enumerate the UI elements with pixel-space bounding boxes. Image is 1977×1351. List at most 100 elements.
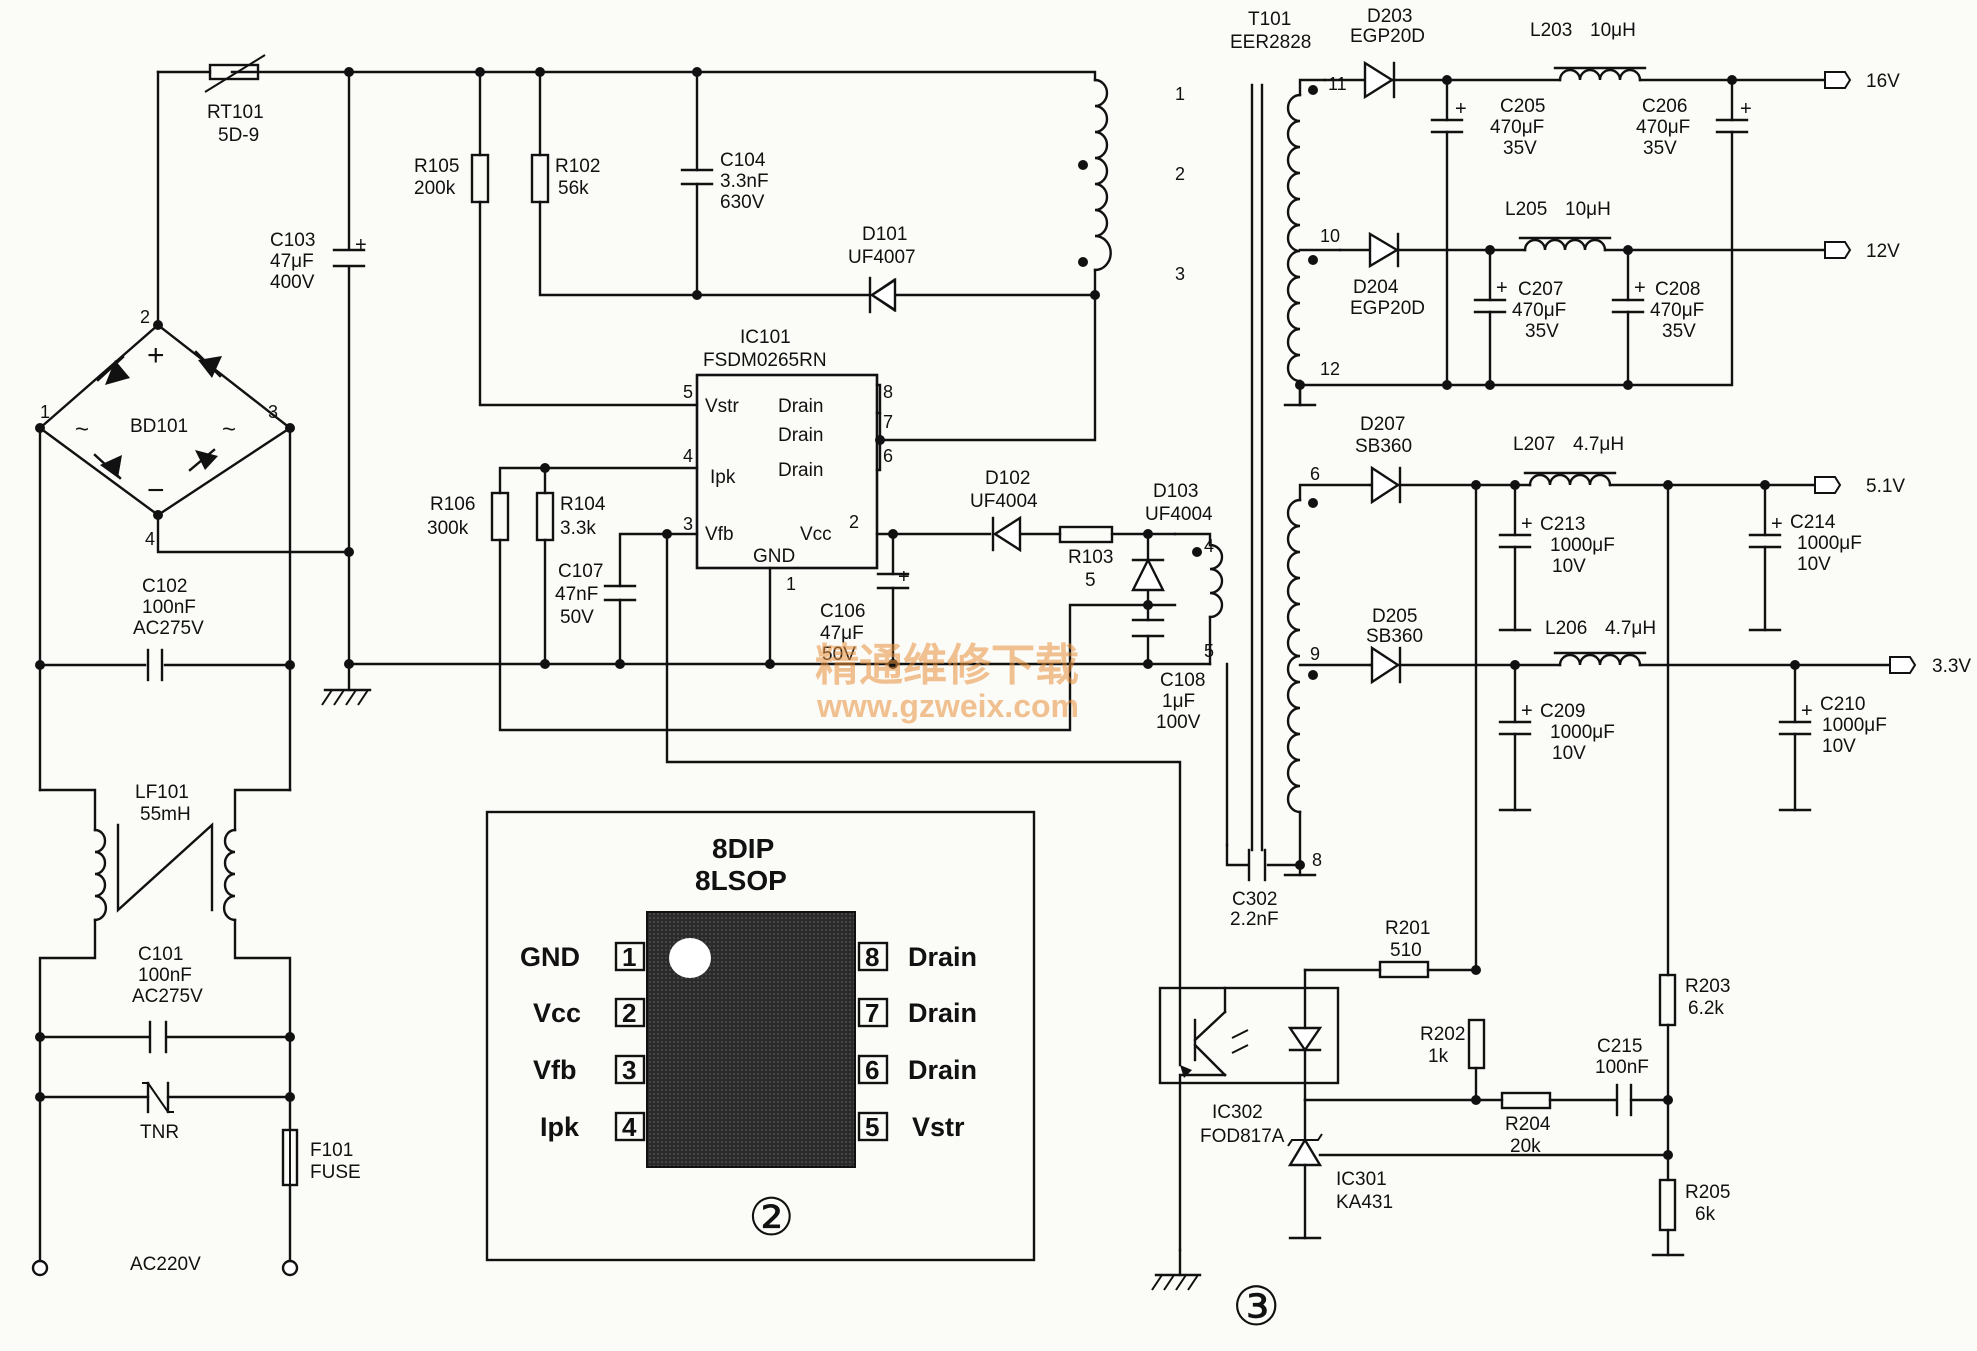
ic101-ref: IC101 [740, 327, 791, 348]
t101-transformer: T101 EER2828 1 2 3 4 5 11 10 12 6 9 8 [1078, 9, 1372, 882]
c102-cap: 100nF [142, 597, 196, 618]
r202-resistor [1467, 1018, 1486, 1070]
c206-volt: 35V [1643, 138, 1677, 159]
l207-value: 4.7μH [1573, 434, 1624, 455]
controller-wiring [470, 70, 1100, 445]
c104-ref: C104 [720, 150, 766, 171]
r201-value: 510 [1390, 940, 1422, 961]
c208-plus: + [1634, 277, 1646, 299]
bd101-ac-left: ~ [75, 416, 89, 443]
d103-diode: D103 UF4004 [1131, 481, 1213, 592]
pkg-pin-name-drain7: Drain [908, 998, 977, 1028]
c302-ref: C302 [1232, 889, 1277, 910]
c209-plus: + [1521, 700, 1533, 722]
c101-ref: C101 [138, 944, 183, 965]
c205-cap: 470μF [1490, 117, 1544, 138]
rt101-ref: RT101 [207, 102, 264, 123]
c102-ref: C102 [142, 576, 187, 597]
ic101-gnd-label: GND [753, 546, 795, 567]
watermark-url: www.gzweix.com [816, 688, 1079, 724]
c101-cap: 100nF [138, 965, 192, 986]
c101-capacitor: C101 100nF AC275V [132, 944, 203, 1054]
secondary-5v-3v: 5.1V 3.3V + + + + [1368, 465, 1971, 812]
l203-ref: L203 [1530, 20, 1572, 41]
t101-pin6: 6 [1310, 464, 1320, 484]
r204-resistor [1500, 1091, 1552, 1110]
d101-ref: D101 [862, 224, 907, 245]
f101-ref: F101 [310, 1140, 353, 1161]
d204-ref: D204 [1353, 277, 1399, 298]
package-title-1: 8DIP [712, 833, 774, 864]
ic101-part: FSDM0265RN [703, 350, 827, 371]
pkg-pin-name-vfb: Vfb [533, 1055, 577, 1085]
r205-ref: R205 [1685, 1182, 1730, 1203]
bd101-pin1: 1 [40, 402, 50, 422]
r204-value: 20k [1510, 1136, 1541, 1157]
c215-value: 100nF [1595, 1057, 1649, 1078]
package-circle-mark: ② [748, 1189, 795, 1247]
ic101-pin4: 4 [683, 446, 693, 466]
d103-ref: D103 [1153, 481, 1198, 502]
secondary-ground-symbols [1151, 383, 1317, 1291]
t101-pin10: 10 [1320, 226, 1340, 246]
l203-value: 10μH [1590, 20, 1636, 41]
c103-plus: + [355, 234, 367, 256]
pkg-pin-num-1: 1 [622, 942, 636, 972]
d205-value: SB360 [1366, 626, 1423, 647]
bd101-pin4: 4 [145, 529, 155, 549]
c213-cap: 1000μF [1550, 535, 1615, 556]
c103-capacitor: + C103 47μF 400V [270, 230, 367, 293]
t101-pin1: 1 [1175, 84, 1185, 104]
r201-ref: R201 [1385, 918, 1430, 939]
r203-resistor [1658, 973, 1677, 1027]
d102-diode: D102 UF4004 [970, 468, 1038, 553]
c207-ref: C207 [1518, 279, 1563, 300]
c107-cap: 47nF [555, 584, 598, 605]
c206-plus: + [1740, 98, 1752, 120]
c102-volt: AC275V [133, 618, 204, 639]
c213-ref: C213 [1540, 514, 1585, 535]
d102-value: UF4004 [970, 491, 1038, 512]
c210-cap: 1000μF [1822, 715, 1887, 736]
t101-pin2: 2 [1175, 164, 1185, 184]
c103-cap: 47μF [270, 251, 314, 272]
c106-ref: C106 [820, 601, 865, 622]
pkg-pin-num-3: 3 [622, 1055, 636, 1085]
d205-ref: D205 [1372, 606, 1417, 627]
c104-cap: 3.3nF [720, 171, 769, 192]
ic101-support-wiring [490, 463, 1212, 1067]
c106-cap: 47μF [820, 623, 864, 644]
c214-volt: 10V [1797, 554, 1831, 575]
c108-volt: 100V [1156, 712, 1201, 733]
c214-cap: 1000μF [1797, 533, 1862, 554]
d203-value: EGP20D [1350, 26, 1425, 47]
t101-pin11: 11 [1328, 74, 1347, 94]
package-pinout-box: 8DIP 8LSOP 1 2 3 4 8 7 6 5 GND Vcc Vfb I… [485, 810, 1036, 1262]
t101-pin5: 5 [1204, 641, 1214, 661]
r105-value: 200k [414, 178, 456, 199]
t101-pin12: 12 [1320, 359, 1340, 379]
ic101-pin1: 1 [786, 574, 796, 594]
r105-resistor [470, 153, 490, 204]
c210-volt: 10V [1822, 736, 1856, 757]
d101-diode: D101 UF4007 [848, 224, 916, 314]
r203-value: 6.2k [1688, 998, 1724, 1019]
c213-plus: + [1521, 513, 1533, 535]
c206-ref: C206 [1642, 96, 1687, 117]
f101-fuse: F101 FUSE AC220V [130, 1128, 361, 1275]
output-5v1: 5.1V [1866, 476, 1905, 497]
ac-input-label: AC220V [130, 1254, 201, 1275]
input-wiring [31, 67, 1212, 1277]
c215-ref: C215 [1597, 1036, 1642, 1057]
d101-value: UF4007 [848, 247, 916, 268]
d102-ref: D102 [985, 468, 1030, 489]
t101-pin8: 8 [1312, 850, 1322, 870]
r102-ref: R102 [555, 156, 600, 177]
bd101-ref: BD101 [130, 416, 188, 437]
ic101-drain8-label: Drain [778, 396, 823, 417]
c107-ref: C107 [558, 561, 603, 582]
c205-volt: 35V [1503, 138, 1537, 159]
c210-plus: + [1801, 700, 1813, 722]
ic101-ipk-label: Ipk [710, 467, 736, 488]
